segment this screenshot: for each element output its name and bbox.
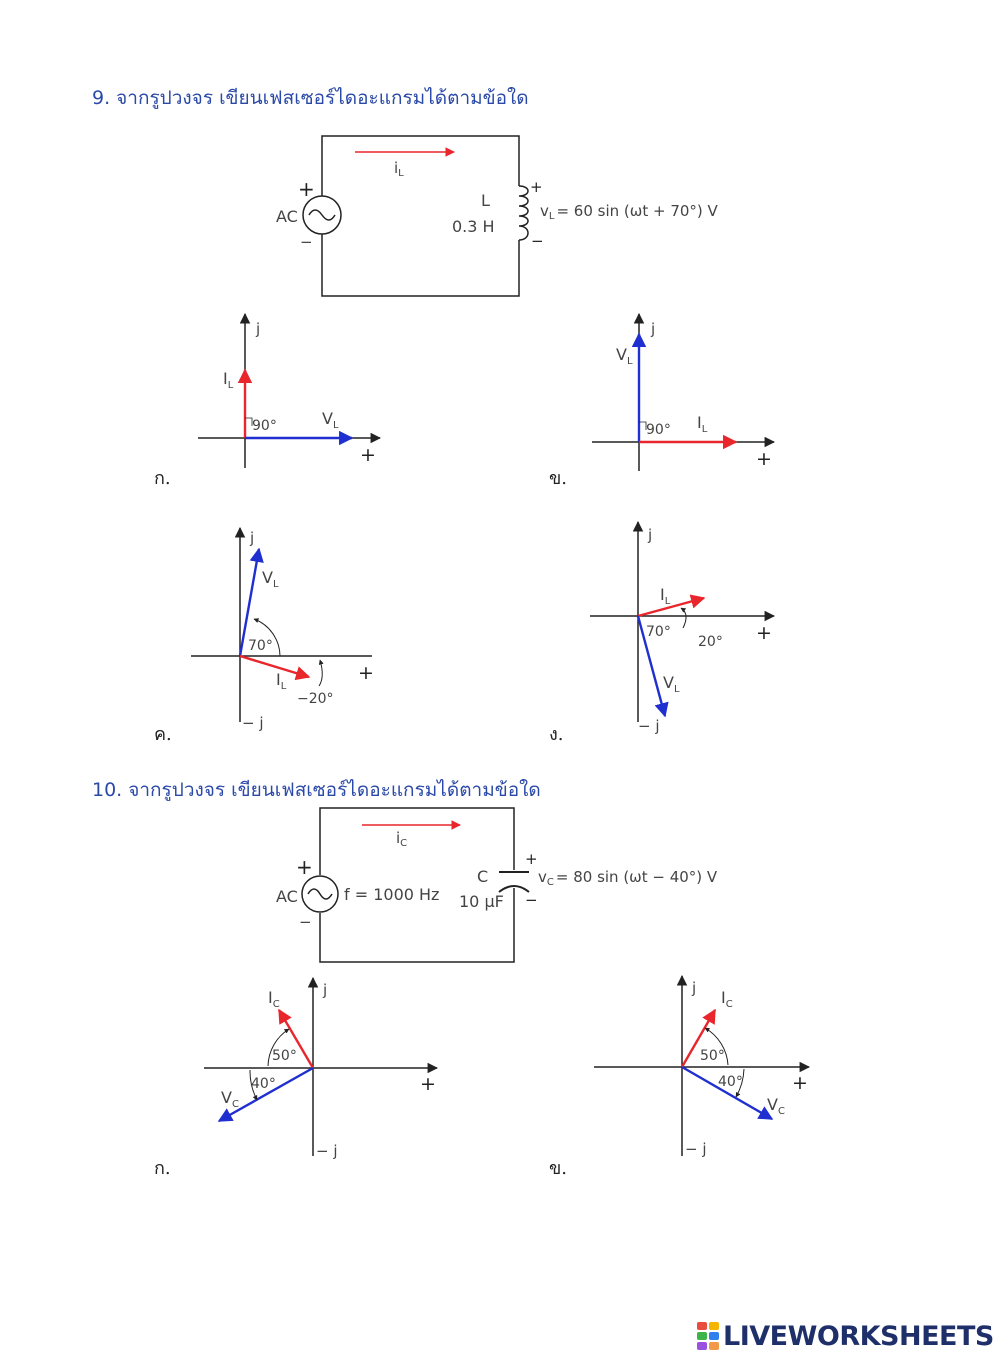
sine-wave-icon [307, 888, 333, 900]
svg-text:j: j [650, 320, 655, 338]
q10-circuit [301, 807, 530, 963]
q9-option-c-letter[interactable]: ค. [154, 724, 172, 745]
q9-inductor-plus: + [530, 178, 543, 196]
svg-text:+: + [756, 448, 772, 470]
q9-option-c-diagram: j + − j VL IL 70° −20° [191, 526, 374, 732]
svg-text:− j: − j [316, 1142, 338, 1160]
ac-source-icon [301, 875, 339, 913]
svg-text:40°: 40° [718, 1074, 743, 1090]
svg-text:40°: 40° [251, 1076, 276, 1092]
q9d-current-phasor [637, 594, 706, 618]
q9d-voltage-phasor [636, 615, 669, 718]
capacitor-plate-curved-icon [498, 885, 530, 893]
q10-source-label: AC [276, 887, 298, 906]
svg-text:+: + [420, 1073, 436, 1095]
svg-text:IL: IL [223, 369, 234, 391]
q9-inductor-minus: − [531, 232, 544, 250]
q9-inductor-value: 0.3 H [452, 217, 495, 236]
svg-text:VC: VC [221, 1088, 239, 1110]
svg-text:− j: − j [638, 717, 660, 735]
sine-wave-icon [308, 209, 336, 221]
svg-text:+: + [360, 444, 376, 466]
q10-capacitor-plus: + [525, 850, 538, 868]
svg-text:IL: IL [276, 670, 287, 692]
q9-option-d-letter[interactable]: ง. [549, 724, 564, 745]
svg-text:j: j [322, 981, 327, 999]
q10-capacitor-minus: − [525, 891, 538, 909]
question-10-title: 10. จากรูปวงจร เขียนเฟสเซอร์ไดอะแกรมได้ต… [92, 779, 541, 801]
q9-voltage-equation: vL= 60 sin (ωt + 70°) V [540, 202, 719, 222]
svg-text:70°: 70° [248, 638, 273, 654]
q10-frequency: f = 1000 Hz [344, 885, 439, 904]
svg-text:− j: − j [242, 714, 264, 732]
svg-text:IL: IL [660, 585, 671, 607]
svg-text:IL: IL [697, 413, 708, 435]
q10-capacitor-value: 10 μF [459, 892, 504, 911]
liveworksheets-logo-text: LIVEWORKSHEETS [723, 1320, 994, 1352]
svg-text:90°: 90° [646, 422, 671, 438]
q10b-voltage-phasor [681, 1065, 774, 1121]
svg-text:+: + [792, 1072, 808, 1094]
svg-text:VL: VL [322, 409, 339, 431]
svg-text:+: + [756, 622, 772, 644]
q9-option-b-diagram: j + VL IL 90° [592, 312, 776, 471]
q9-source-minus: − [300, 233, 313, 251]
q10-source-plus: + [296, 855, 313, 879]
svg-text:j: j [691, 979, 696, 997]
svg-text:j: j [255, 320, 260, 338]
svg-text:j: j [249, 529, 254, 547]
svg-text:+: + [358, 662, 374, 684]
q10b-current-phasor [680, 1008, 717, 1068]
svg-text:50°: 50° [272, 1048, 297, 1064]
liveworksheets-logo: LIVEWORKSHEETS [697, 1318, 994, 1354]
svg-text:VL: VL [262, 568, 279, 590]
svg-text:VL: VL [616, 345, 633, 367]
q9-option-b-letter[interactable]: ข. [549, 468, 568, 489]
svg-text:20°: 20° [698, 634, 723, 650]
svg-text:VL: VL [663, 673, 680, 695]
q10-option-b-letter[interactable]: ข. [549, 1158, 568, 1179]
q10-option-a-letter[interactable]: ก. [154, 1158, 171, 1179]
liveworksheets-logo-icon [697, 1322, 719, 1350]
q10-option-b-diagram: j + − j IC VC 50° 40° [594, 974, 811, 1158]
question-9-title: 9. จากรูปวงจร เขียนเฟสเซอร์ไดอะแกรมได้ตา… [92, 87, 529, 109]
svg-text:70°: 70° [646, 624, 671, 640]
q9c-current-phasor [239, 654, 311, 681]
q9-inductor-name: L [481, 191, 490, 210]
q10-current-label: iC [396, 829, 407, 849]
q10-capacitor-name: C [477, 867, 488, 886]
q9-circuit [302, 135, 529, 297]
svg-text:IC: IC [268, 988, 280, 1010]
q9-source-label: AC [276, 207, 298, 226]
inductor-coil-icon [518, 185, 529, 241]
q9-option-d-diagram: j + − j IL VL 70° 20° [590, 520, 776, 735]
q9-current-label: iL [394, 159, 404, 179]
svg-text:50°: 50° [700, 1048, 725, 1064]
q10a-current-phasor [277, 1008, 315, 1069]
svg-text:IC: IC [721, 988, 733, 1010]
q10-source-minus: − [299, 913, 312, 931]
q10-voltage-equation: vC= 80 sin (ωt − 40°) V [538, 868, 718, 888]
q10a-voltage-phasor [217, 1066, 314, 1123]
q9-option-a-letter[interactable]: ก. [154, 468, 171, 489]
svg-text:VC: VC [767, 1095, 785, 1117]
q10-option-a-diagram: j + − j IC VC 50° 40° [204, 976, 439, 1160]
svg-text:− j: − j [685, 1140, 707, 1158]
q9-option-a-diagram: j + IL VL 90° [198, 312, 382, 468]
svg-text:j: j [647, 526, 652, 544]
svg-text:90°: 90° [252, 418, 277, 434]
svg-text:−20°: −20° [297, 691, 334, 707]
ac-source-icon [302, 195, 342, 235]
q9-source-plus: + [298, 177, 315, 201]
q9c-voltage-phasor [238, 547, 264, 657]
